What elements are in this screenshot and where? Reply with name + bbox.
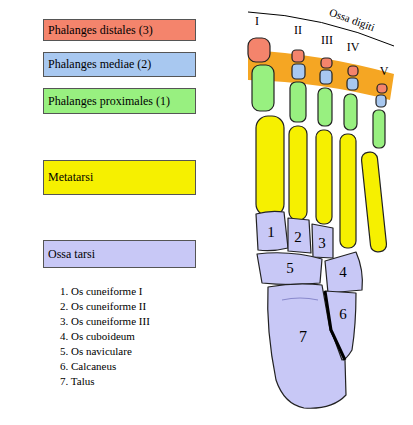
callout-number: 5 (286, 261, 294, 276)
bone-list-item: 3. Os cuneiforme III (60, 316, 150, 327)
legend-swatch: Ossa tarsi (43, 240, 196, 268)
distal-phalanx (348, 66, 358, 76)
cuneiform-bone (288, 218, 311, 253)
cuneiform-bone (256, 211, 288, 250)
legend-swatch: Metatarsi (43, 160, 196, 195)
proximal-phalanx (318, 88, 332, 126)
bone-list-item: 4. Os cuboideum (60, 331, 135, 342)
metatarsal (289, 126, 307, 220)
metatarsal (361, 151, 387, 252)
legend-swatch: Phalanges proximales (1) (43, 88, 196, 114)
cuboid-bone (325, 252, 362, 293)
proximal-phalanx (373, 110, 385, 148)
middle-phalanx (376, 95, 386, 107)
toe-numeral: IV (347, 41, 360, 53)
bone-list-item: 5. Os naviculare (60, 346, 132, 357)
legend-swatch: Phalanges mediae (2) (43, 52, 196, 77)
bone-list-item: 2. Os cuneiforme II (60, 301, 146, 312)
proximal-phalanx (252, 65, 274, 111)
middle-phalanx (320, 70, 332, 84)
legend-label: Phalanges proximales (1) (48, 94, 170, 109)
distal-phalanx (321, 58, 332, 68)
legend-swatch: Phalanges distales (3) (43, 19, 196, 41)
group-title: Ossa digiti (328, 7, 376, 34)
distal-phalanx (292, 50, 304, 62)
toe-numeral: I (255, 15, 259, 27)
metatarsal (256, 116, 284, 216)
middle-phalanx (292, 64, 305, 79)
middle-phalanx (347, 78, 358, 90)
calcaneus-bone (325, 291, 356, 360)
metatarsal (316, 130, 332, 224)
distal-phalanx (248, 38, 270, 62)
legend-label: Phalanges mediae (2) (48, 57, 151, 72)
proximal-phalanx (290, 82, 306, 122)
distal-phalanx (377, 84, 387, 93)
callout-number: 2 (294, 230, 302, 245)
bone-list-item: 1. Os cuneiforme I (60, 286, 142, 297)
callout-number: 7 (299, 329, 307, 345)
callout-number: 4 (339, 265, 347, 280)
legend-label: Ossa tarsi (48, 247, 95, 262)
toe-numeral: II (294, 24, 302, 36)
callout-number: 3 (318, 236, 326, 251)
proximal-phalanx (344, 94, 357, 130)
legend-label: Phalanges distales (3) (48, 23, 153, 38)
legend-label: Metatarsi (48, 170, 93, 185)
callout-number: 6 (339, 307, 347, 322)
bone-list-item: 7. Talus (60, 376, 94, 387)
metatarsal (340, 134, 356, 248)
bone-list-item: 6. Calcaneus (60, 361, 116, 372)
navicular-bone (257, 253, 322, 285)
callout-number: 1 (267, 225, 275, 240)
cuneiform-bone (312, 224, 333, 258)
talus-contour (282, 298, 318, 300)
bone-joint-line (325, 291, 345, 360)
toe-numeral: V (380, 65, 389, 77)
toe-numeral: III (321, 34, 333, 46)
